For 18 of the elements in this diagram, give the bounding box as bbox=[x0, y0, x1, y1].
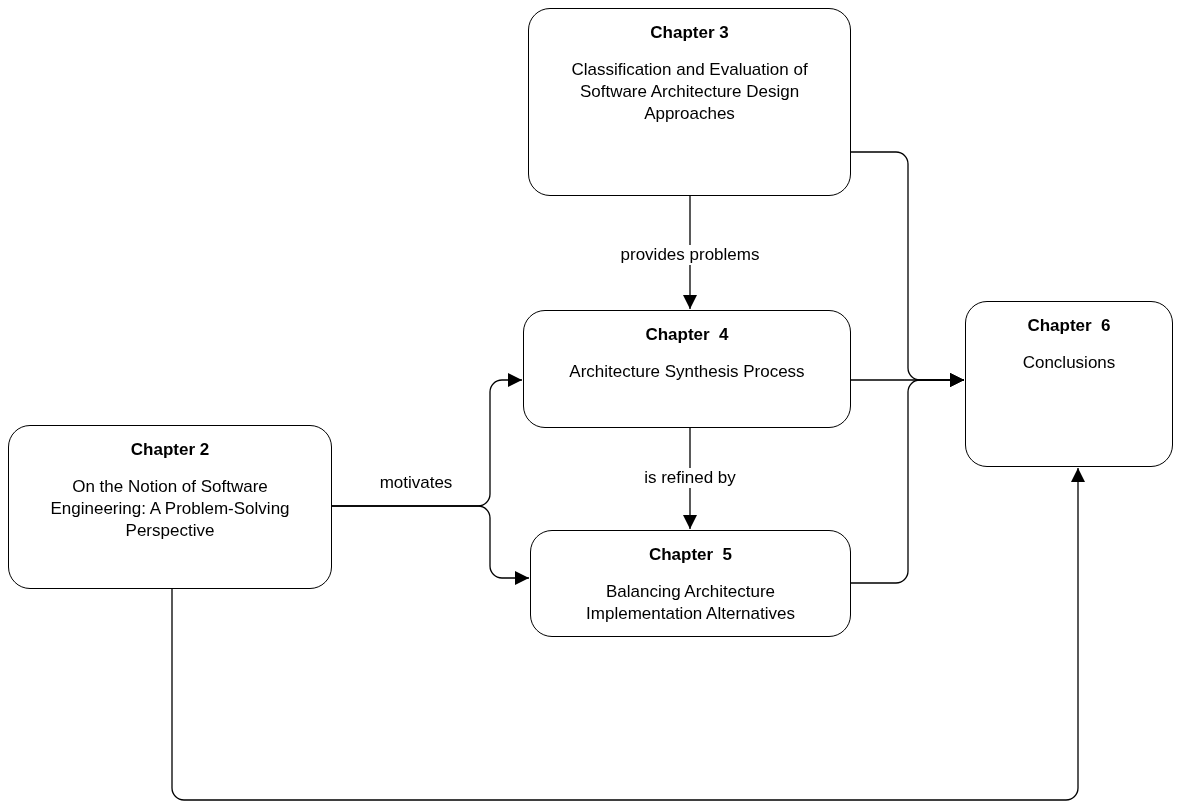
chapter-title: Chapter 3 bbox=[650, 23, 729, 43]
arrow bbox=[850, 373, 965, 584]
chapter-box bbox=[965, 301, 1173, 467]
chapter-title: Chapter 2 bbox=[130, 440, 210, 460]
arrow bbox=[171, 467, 1085, 801]
chapter-description: Balancing Architecture Implementation Alternatives bbox=[585, 581, 796, 625]
chapter-description: Classification and Evaluation of Software Architecture Design Approaches bbox=[570, 59, 809, 125]
chapter-description: On the Notion of Software Engineering: A Problem-Solving Perspective bbox=[49, 476, 291, 542]
chapter-box bbox=[523, 310, 851, 428]
chapter-box bbox=[530, 530, 851, 637]
chapter-box bbox=[528, 8, 851, 196]
chapter-box bbox=[8, 425, 332, 589]
chapter-description: Architecture Synthesis Process bbox=[569, 361, 805, 383]
arrow bbox=[331, 505, 530, 585]
chapter-title: Chapter 6 bbox=[1027, 316, 1111, 336]
chapter-title: Chapter 4 bbox=[645, 325, 729, 345]
chapter-description: Conclusions bbox=[1022, 352, 1116, 374]
chapter-title: Chapter 5 bbox=[648, 545, 733, 565]
